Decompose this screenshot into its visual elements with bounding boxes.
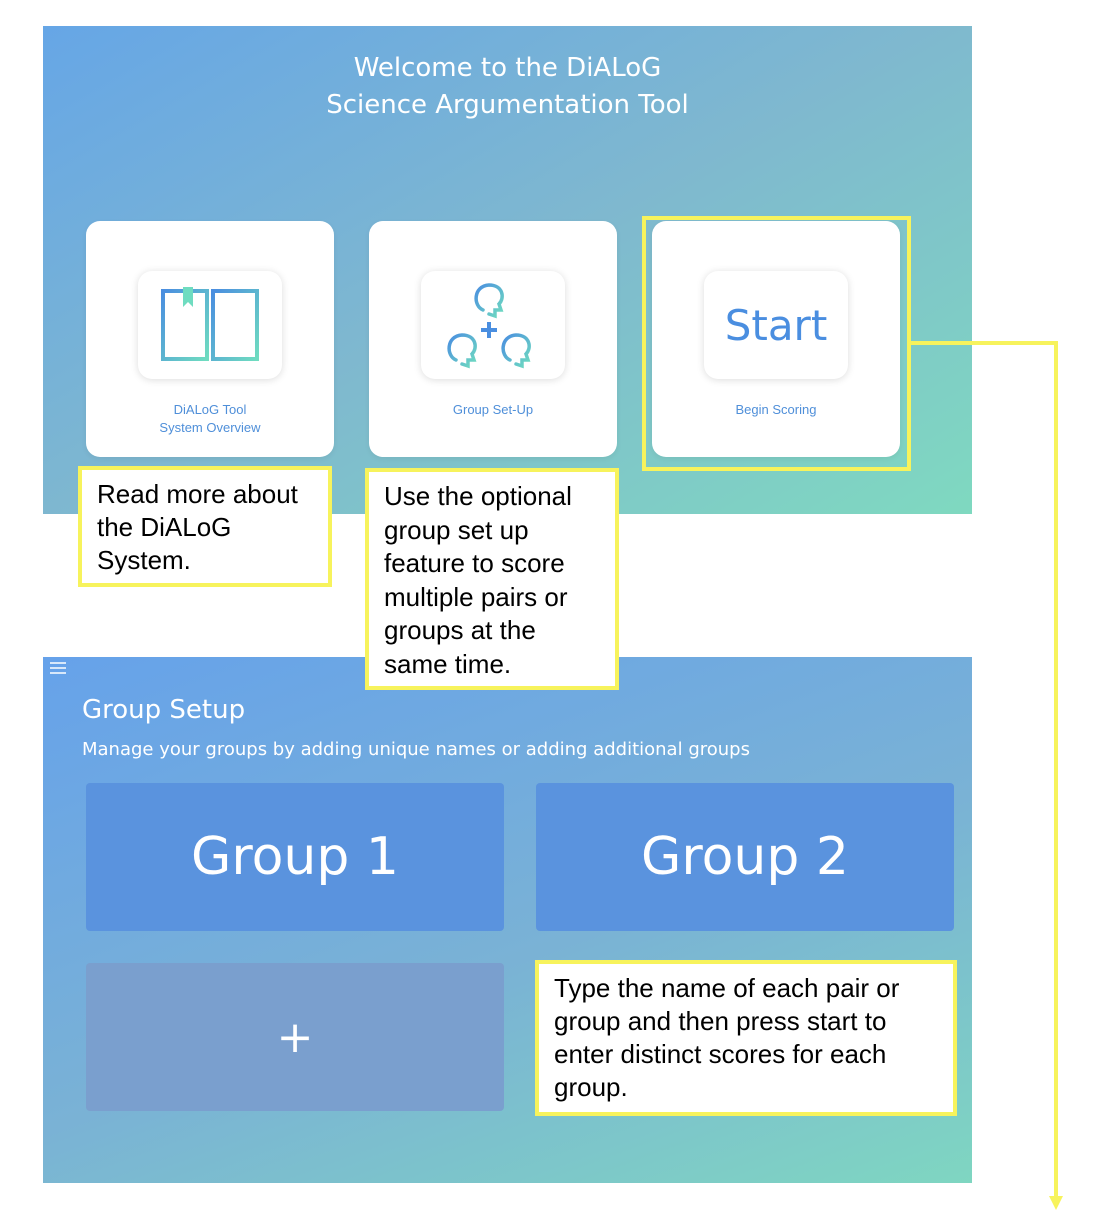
group-setup-screen: Group Setup Manage your groups by adding…	[43, 657, 972, 1183]
begin-scoring-card[interactable]: Start Begin Scoring	[652, 221, 900, 457]
group-setup-subtitle: Manage your groups by adding unique name…	[82, 739, 750, 760]
group-setup-caption: Group Set-Up	[369, 401, 617, 419]
open-book-icon	[161, 287, 259, 361]
start-button[interactable]: Start	[704, 271, 848, 379]
welcome-title: Welcome to the DiALoG Science Argumentat…	[43, 50, 972, 124]
group-setup-card[interactable]: Group Set-Up	[369, 221, 617, 457]
start-card-highlight	[642, 216, 911, 471]
begin-scoring-caption-line1: Begin Scoring	[735, 402, 817, 417]
welcome-title-line2: Science Argumentation Tool	[326, 90, 689, 120]
add-group-button[interactable]: +	[86, 963, 504, 1111]
group-setup-title: Group Setup	[82, 695, 246, 725]
arrow-head-icon	[1049, 1196, 1063, 1210]
group-setup-caption-line1: Group Set-Up	[452, 402, 534, 417]
group-2-tile[interactable]: Group 2	[536, 783, 954, 931]
group-setup-icon-box	[421, 271, 565, 379]
note-group-setup: Use the optional group set up feature to…	[365, 468, 619, 690]
begin-scoring-caption: Begin Scoring	[652, 401, 900, 419]
system-overview-caption-line1: DiALoG Tool	[173, 402, 247, 417]
system-overview-caption: DiALoG Tool System Overview	[86, 401, 334, 437]
system-overview-caption-line2: System Overview	[159, 420, 261, 435]
start-label: Start	[724, 300, 828, 350]
group-heads-icon	[447, 283, 531, 369]
note-type-names: Type the name of each pair or group and …	[535, 960, 957, 1116]
note-system-overview: Read more about the DiALoG System.	[78, 466, 332, 587]
welcome-screen: Welcome to the DiALoG Science Argumentat…	[43, 26, 972, 514]
group-1-tile[interactable]: Group 1	[86, 783, 504, 931]
system-overview-card[interactable]: DiALoG Tool System Overview	[86, 221, 334, 457]
hamburger-menu-icon[interactable]	[49, 661, 67, 675]
welcome-title-line1: Welcome to the DiALoG	[353, 53, 662, 83]
system-overview-icon-box	[138, 271, 282, 379]
